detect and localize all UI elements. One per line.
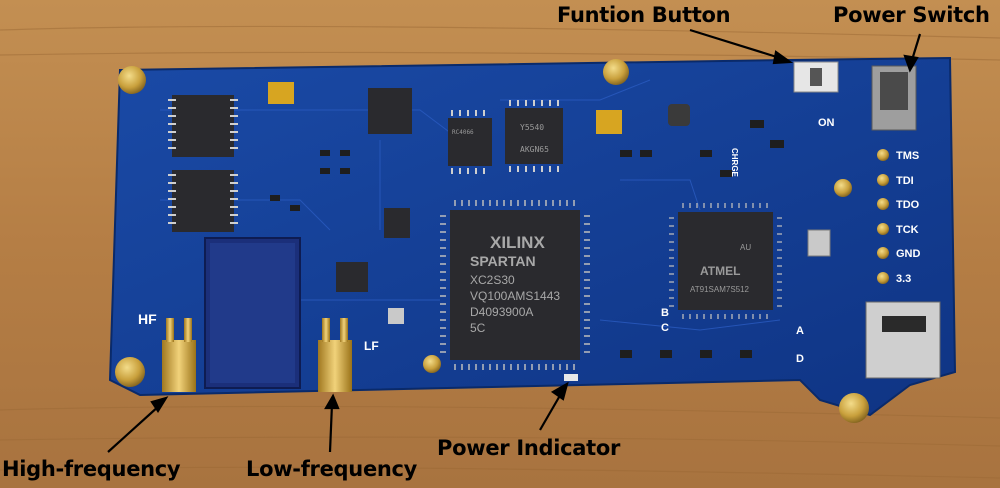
jtag-label-gnd: GND: [896, 248, 921, 260]
mounting-posts: [115, 59, 869, 423]
silkscreen-on: ON: [818, 117, 835, 129]
fpga-grade: 5C: [470, 321, 486, 335]
callout-arrows: [107, 28, 922, 453]
mcu-brand: ATMEL: [700, 264, 740, 278]
fpga-brand: XILINX: [490, 233, 545, 252]
led-mark-d: D: [796, 353, 804, 365]
small-chip-2-text: Y5540: [520, 123, 544, 132]
led-mark-c: C: [661, 322, 669, 334]
relay: [204, 237, 301, 389]
silkscreen-lf: LF: [364, 339, 379, 353]
fpga-part: XC2S30: [470, 273, 515, 287]
jtag-pads: [877, 149, 889, 284]
jtag-label-tdo: TDO: [896, 199, 920, 211]
qfn-chip: [368, 88, 412, 134]
small-chip-2-text: AKGN65: [520, 145, 549, 154]
sma-connector-hf: [162, 318, 196, 392]
inductor: [668, 104, 690, 126]
micro-usb-port: [865, 301, 941, 379]
small-ic: [336, 262, 368, 292]
jtag-label-tck: TCK: [896, 224, 919, 236]
fpga-family: SPARTAN: [470, 253, 536, 269]
callout-low-frequency: Low-frequency: [246, 457, 418, 481]
power-indicator-led: [564, 374, 578, 381]
jtag-label-3v3: 3.3: [896, 273, 911, 285]
silkscreen-charge: CHRGE: [730, 148, 739, 178]
mcu-part: AT91SAM7S512: [690, 285, 750, 294]
small-chip-2: [505, 108, 563, 164]
wood-grain: [0, 25, 1000, 479]
small-chip-1: [448, 118, 492, 166]
small-ic: [384, 208, 410, 238]
tantalum-capacitor: [268, 82, 294, 104]
led-mark-b: B: [661, 307, 669, 319]
sma-connector-lf: [318, 318, 352, 392]
power-switch: [871, 65, 917, 131]
mcu-grade: AU: [740, 243, 751, 252]
small-ic: [388, 308, 404, 324]
fpga-lot: D4093900A: [470, 305, 533, 319]
chip-pins: [451, 100, 559, 174]
callout-power-indicator: Power Indicator: [437, 436, 621, 460]
silkscreen-hf: HF: [138, 311, 157, 327]
jtag-label-tdi: TDI: [896, 175, 914, 187]
function-button: [793, 61, 839, 93]
callout-function-button: Funtion Button: [557, 3, 731, 27]
tantalum-capacitor: [596, 110, 622, 134]
smd-components: [270, 120, 784, 358]
led-mark-a: A: [796, 325, 804, 337]
small-chip-1-text: RC4066: [452, 129, 474, 136]
fpga-package: VQ100AMS1443: [470, 289, 560, 303]
mcu-chip: [669, 203, 782, 319]
callout-high-frequency: High-frequency: [2, 457, 181, 481]
jtag-label-tms: TMS: [896, 150, 919, 162]
crystal: [807, 229, 831, 257]
left-soic-chips: [168, 95, 238, 232]
callout-power-switch: Power Switch: [833, 3, 990, 27]
fpga-chip: [440, 200, 590, 370]
